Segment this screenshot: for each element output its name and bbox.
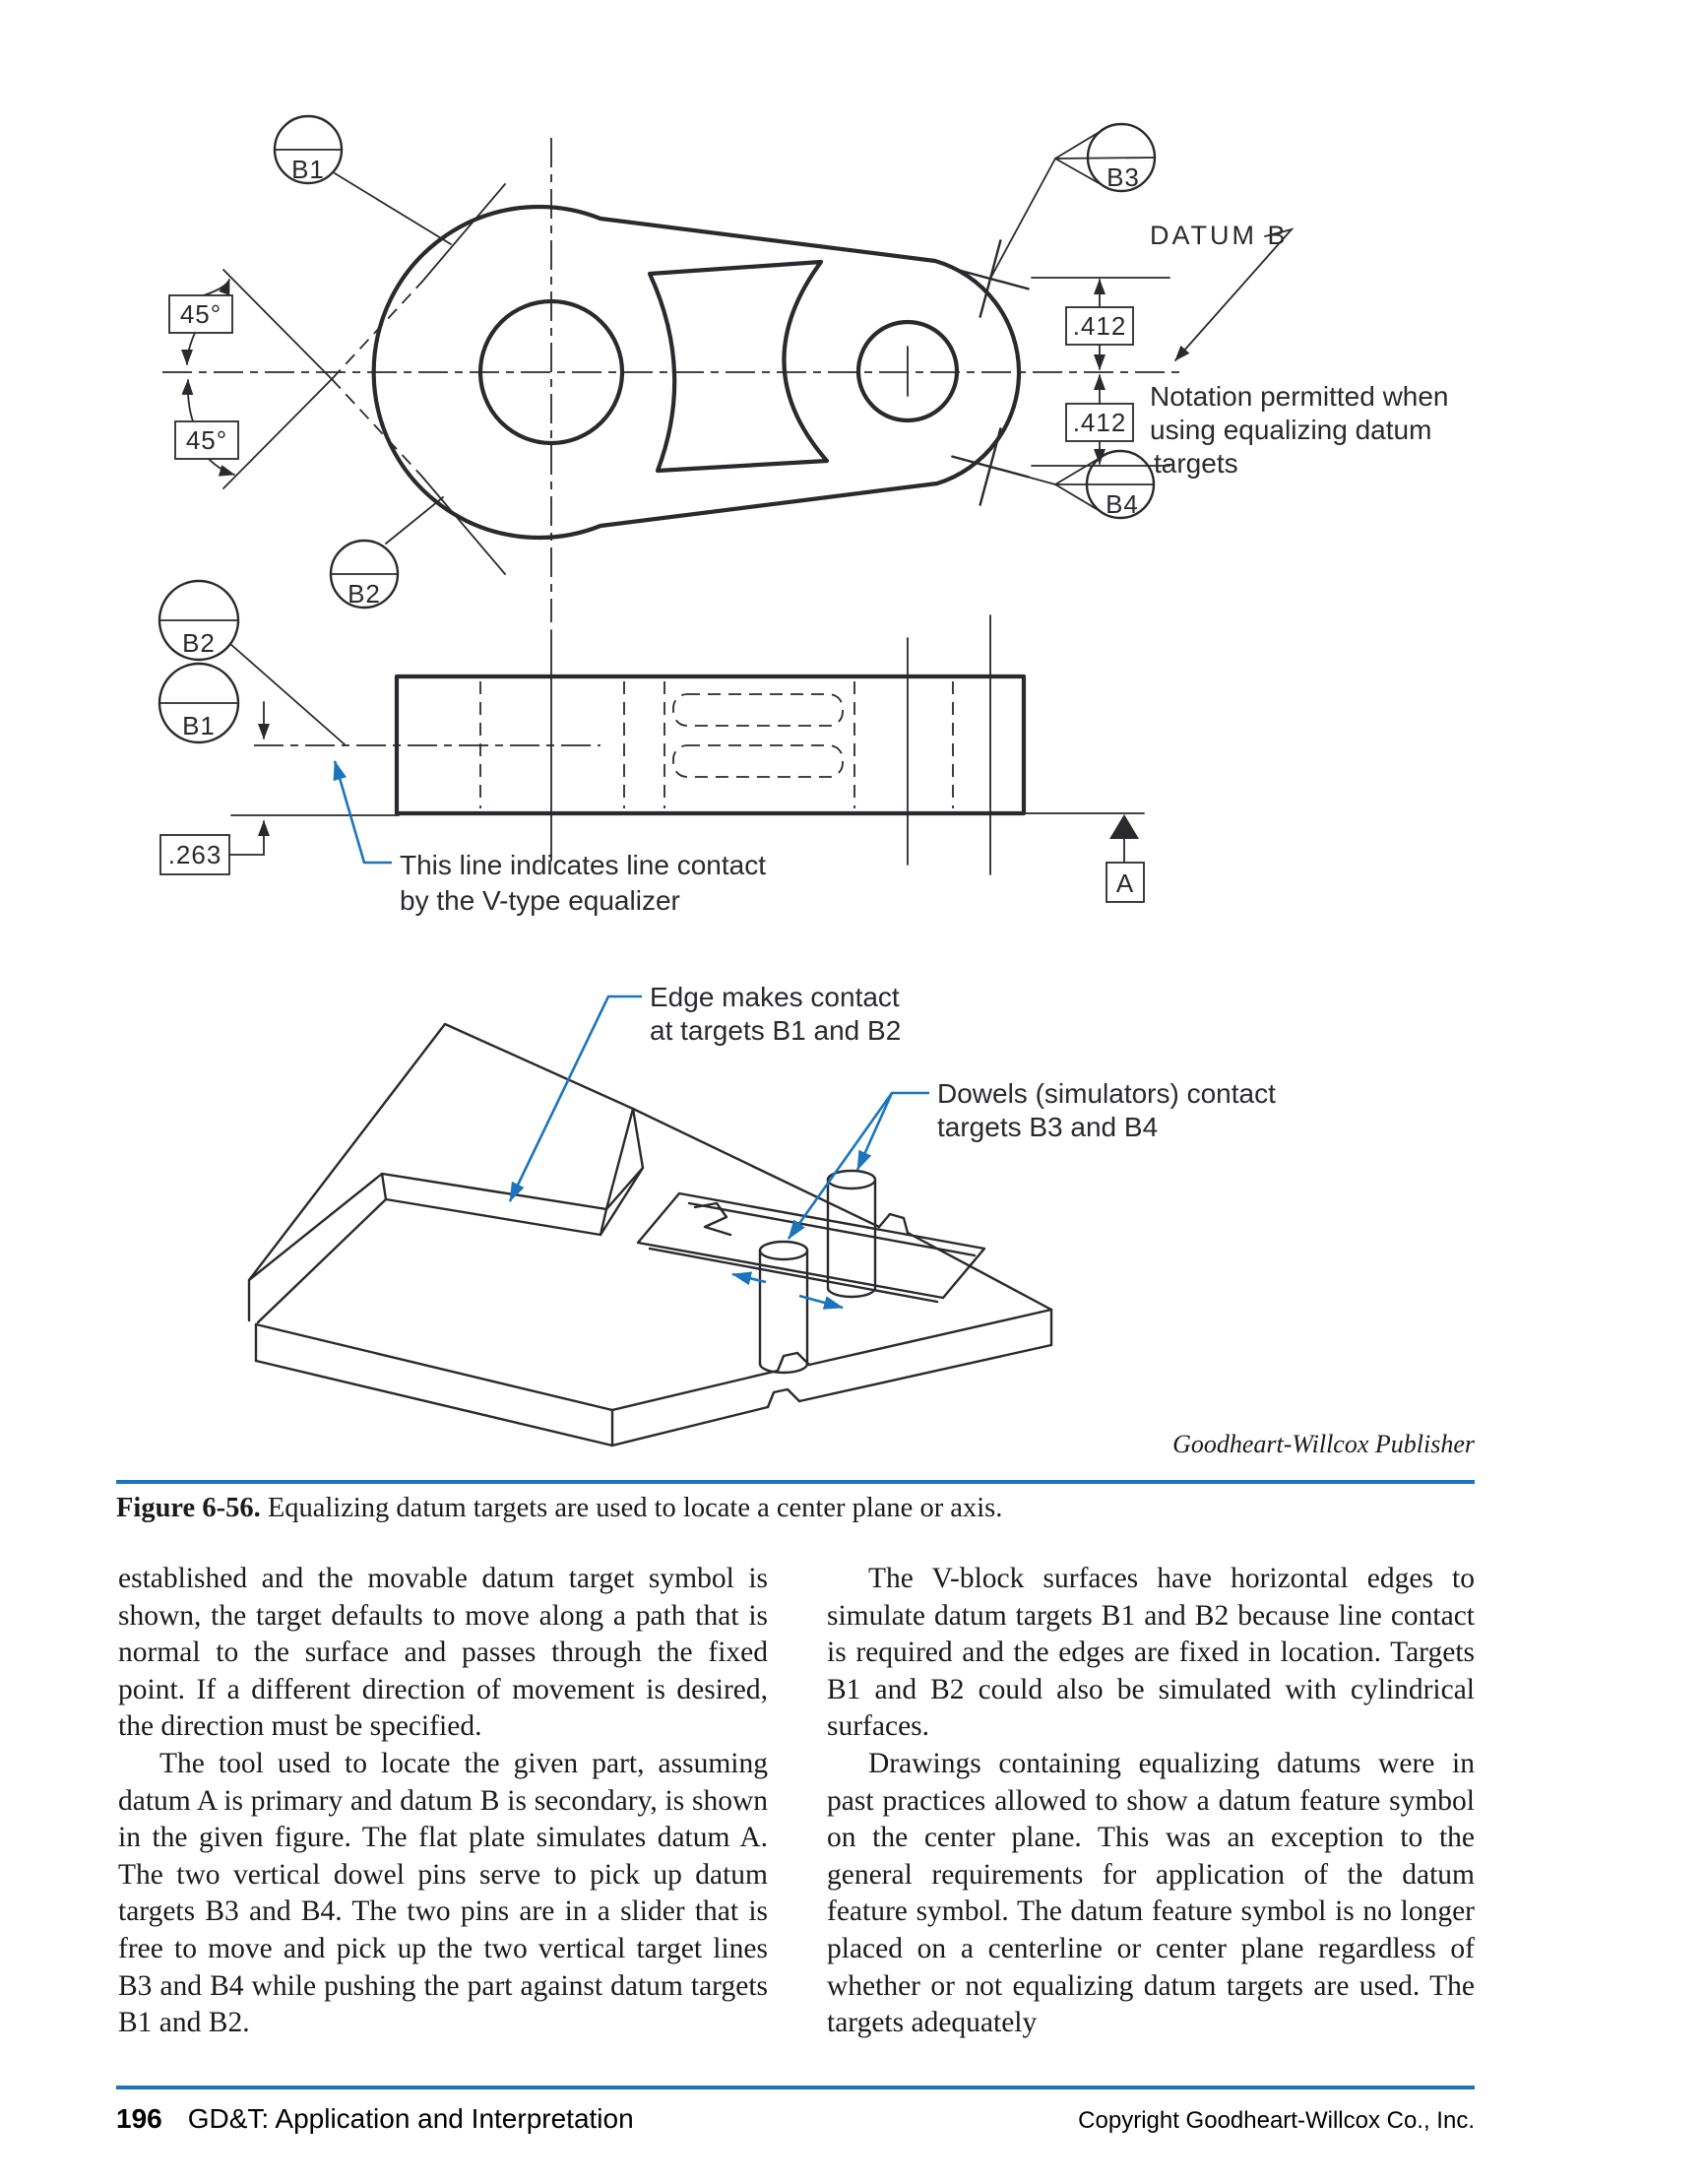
contact-note: This line indicates line contact by the … (400, 850, 766, 916)
body-right-paragraph-2: Drawings containing equalizing datums we… (827, 1747, 1475, 2039)
contact-note-line2: by the V-type equalizer (400, 885, 680, 916)
caption-rule (116, 1480, 1475, 1484)
datum-target-balloon-b4: B4 (989, 449, 1156, 520)
slider-recess (636, 1191, 986, 1304)
dowel-tall (826, 1169, 877, 1299)
datum-b-callout: DATUM B (1150, 221, 1295, 361)
side-balloon-b1-label: B1 (182, 711, 216, 740)
notation-note-line1: Notation permitted when (1150, 381, 1449, 412)
dowel-note: Dowels (simulators) contact targets B3 a… (937, 1078, 1276, 1142)
hidden-lines (479, 681, 954, 808)
offset-lower-value: .412 (1073, 408, 1127, 437)
figure-caption: Figure 6-56. Equalizing datum targets ar… (116, 1493, 1485, 1524)
footer-rule (116, 2086, 1475, 2089)
left-hole (477, 298, 625, 446)
dowel-note-line2: targets B3 and B4 (937, 1112, 1158, 1142)
slide-arrow-right (798, 1294, 844, 1310)
side-balloon-b2-label: B2 (182, 628, 216, 658)
datum-target-balloon-b2: B2 (329, 496, 444, 610)
isometric-fixture-drawing: Edge makes contact at targets B1 and B2 … (247, 982, 1276, 1447)
offset-dims: .412 .412 (1031, 277, 1170, 467)
datum-a-symbol: A (1025, 812, 1145, 903)
part-cutout (647, 259, 830, 474)
body-left-column: established and the movable datum target… (118, 1561, 768, 2042)
v-equalizer-lines (222, 183, 506, 575)
top-view-drawing: B1 B2 B3 B4 (162, 114, 1449, 622)
notation-note: Notation permitted when using equalizing… (1150, 381, 1449, 479)
dowel-note-leader-2 (787, 1092, 894, 1240)
figure-caption-text: Equalizing datum targets are used to loc… (260, 1493, 1003, 1523)
dowel-note-line1: Dowels (simulators) contact (937, 1078, 1276, 1109)
figure-caption-label: Figure 6-56. (116, 1493, 261, 1523)
body-left-paragraph-1: established and the movable datum target… (118, 1563, 768, 1743)
contact-note-leader (333, 760, 392, 865)
body-right-column: The V-block surfaces have horizontal edg… (827, 1561, 1475, 2042)
notation-note-line3: targets (1154, 448, 1238, 479)
body-right-paragraph-1: The V-block surfaces have horizontal edg… (827, 1563, 1475, 1743)
datum-a-triangle (1109, 814, 1139, 839)
height-dim-value: .263 (168, 840, 222, 869)
body-left-paragraph-2: The tool used to locate the given part, … (118, 1747, 768, 2039)
datum-target-balloon-b3: B3 (989, 122, 1157, 280)
side-view-drawing: B2 B1 .263 This line indicates line cont… (158, 579, 1145, 916)
edge-note-line2: at targets B1 and B2 (650, 1015, 901, 1046)
side-balloon-b2: B2 (158, 579, 346, 745)
balloon-b1-label: B1 (291, 155, 325, 184)
right-hole (855, 319, 960, 423)
copyright-notice: Copyright Goodheart-Willcox Co., Inc. (1078, 2107, 1475, 2134)
edge-note-line1: Edge makes contact (650, 982, 900, 1012)
angle-dim-lower: 45° (174, 379, 239, 477)
balloon-b3-label: B3 (1106, 162, 1140, 192)
angle-upper-value: 45° (180, 299, 221, 329)
side-balloon-b1: B1 (158, 662, 240, 744)
datum-a-label: A (1116, 868, 1134, 898)
datum-target-balloon-b1: B1 (273, 114, 452, 245)
page-number: 196 (116, 2103, 162, 2134)
balloon-b4-label: B4 (1106, 489, 1139, 519)
base-plate (254, 1107, 1053, 1447)
offset-upper-value: .412 (1073, 311, 1127, 341)
contact-note-line1: This line indicates line contact (400, 850, 766, 880)
page-footer: 196 GD&T: Application and Interpretation… (116, 2103, 1475, 2135)
publisher-credit: Goodheart-Willcox Publisher (1172, 1430, 1475, 1458)
height-dim: .263 (159, 701, 400, 875)
balloon-b2-label: B2 (348, 579, 381, 609)
dowel-note-leader-1 (855, 1091, 929, 1171)
datum-b-label: DATUM B (1150, 221, 1289, 250)
edge-note-leader (508, 995, 642, 1202)
slide-arrow-left (731, 1271, 767, 1286)
notation-note-line2: using equalizing datum (1150, 415, 1431, 445)
v-block (247, 1022, 645, 1324)
dowel-small (758, 1240, 809, 1375)
book-title: GD&T: Application and Interpretation (187, 2103, 634, 2134)
angle-lower-value: 45° (186, 425, 227, 455)
edge-note: Edge makes contact at targets B1 and B2 (650, 982, 901, 1046)
angle-dim-upper: 45° (168, 279, 233, 365)
